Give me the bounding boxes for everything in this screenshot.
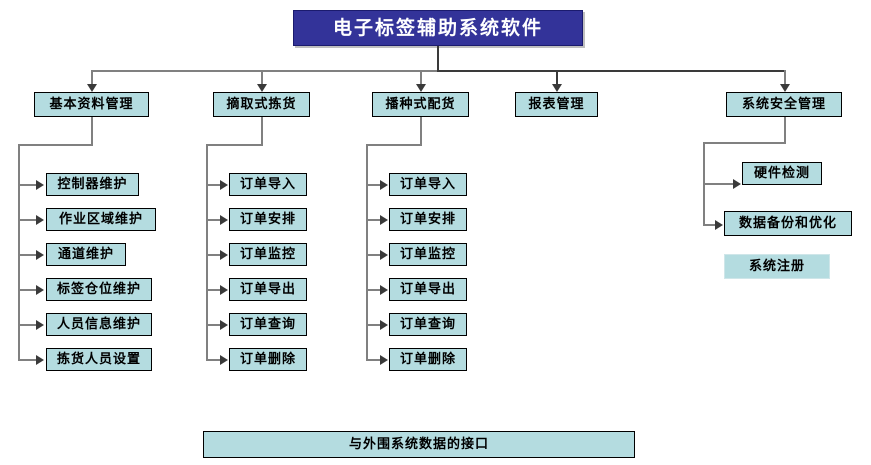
connector-col3-stub-5 <box>366 324 382 326</box>
node-col2-child-3[interactable]: 订单监控 <box>229 243 307 266</box>
arrowhead-col3-1 <box>380 180 388 190</box>
node-col2-child-5[interactable]: 订单查询 <box>229 313 307 336</box>
connector-col5-elbow <box>703 142 786 144</box>
node-col5-child-2[interactable]: 数据备份和优化 <box>724 211 852 236</box>
node-col5-child-1[interactable]: 硬件检测 <box>742 162 822 185</box>
connector-col2-stem <box>261 117 263 145</box>
node-branch-1[interactable]: 基本资料管理 <box>34 92 149 117</box>
connector-col3-stub-6 <box>366 359 382 361</box>
connector-main-bus-left <box>92 70 438 72</box>
connector-col3-elbow <box>366 144 422 146</box>
arrowhead-branch-5 <box>780 84 790 92</box>
arrowhead-branch-3 <box>416 84 426 92</box>
connector-col5-stem <box>784 117 786 143</box>
node-footer-interface[interactable]: 与外围系统数据的接口 <box>203 431 635 458</box>
arrowhead-col2-4 <box>220 285 228 295</box>
connector-col2-stub-4 <box>206 289 222 291</box>
node-col1-child-3[interactable]: 通道维护 <box>46 243 126 266</box>
connector-title-stem <box>437 46 439 71</box>
arrowhead-branch-4 <box>552 84 562 92</box>
arrowhead-col3-3 <box>380 250 388 260</box>
node-col1-child-5[interactable]: 人员信息维护 <box>46 313 152 336</box>
connector-col2-spine <box>206 144 208 360</box>
arrowhead-col2-1 <box>220 180 228 190</box>
connector-col1-stem <box>91 117 93 145</box>
connector-col2-elbow <box>206 144 263 146</box>
node-col2-child-4[interactable]: 订单导出 <box>229 278 307 301</box>
node-branch-5[interactable]: 系统安全管理 <box>726 92 842 117</box>
connector-col1-stub-6 <box>18 359 38 361</box>
node-branch-2[interactable]: 摘取式拣货 <box>213 92 310 117</box>
arrowhead-col2-5 <box>220 320 228 330</box>
arrowhead-col1-1 <box>36 180 44 190</box>
arrowhead-branch-1 <box>87 84 97 92</box>
arrowhead-col2-3 <box>220 250 228 260</box>
connector-col1-stub-1 <box>18 184 38 186</box>
arrowhead-col1-6 <box>36 355 44 365</box>
node-col2-child-1[interactable]: 订单导入 <box>229 173 307 196</box>
connector-col2-stub-6 <box>206 359 222 361</box>
connector-drop-branch-5 <box>784 70 786 86</box>
node-col3-child-5[interactable]: 订单查询 <box>389 313 467 336</box>
connector-col3-spine <box>366 144 368 360</box>
connector-col3-stub-3 <box>366 254 382 256</box>
connector-col1-stub-2 <box>18 219 38 221</box>
node-col1-child-1[interactable]: 控制器维护 <box>46 173 139 196</box>
connector-col1-elbow <box>18 144 93 146</box>
node-col3-child-2[interactable]: 订单安排 <box>389 208 467 231</box>
node-col1-child-6[interactable]: 拣货人员设置 <box>46 348 152 371</box>
arrowhead-col2-2 <box>220 215 228 225</box>
connector-col2-stub-3 <box>206 254 222 256</box>
node-col3-child-3[interactable]: 订单监控 <box>389 243 467 266</box>
arrowhead-col2-6 <box>220 355 228 365</box>
connector-col2-stub-2 <box>206 219 222 221</box>
node-branch-3[interactable]: 播种式配货 <box>372 92 469 117</box>
connector-drop-branch-3 <box>420 70 422 86</box>
arrowhead-branch-2 <box>257 84 267 92</box>
arrowhead-col3-2 <box>380 215 388 225</box>
node-branch-4[interactable]: 报表管理 <box>515 92 598 117</box>
connector-col5-stub-2 <box>703 224 717 226</box>
connector-col1-spine <box>18 144 20 360</box>
node-col5-child-3[interactable]: 系统注册 <box>724 254 830 279</box>
connector-col2-stub-5 <box>206 324 222 326</box>
connector-col3-stub-1 <box>366 184 382 186</box>
node-col3-child-6[interactable]: 订单删除 <box>389 348 467 371</box>
node-col1-child-2[interactable]: 作业区域维护 <box>46 208 156 231</box>
connector-col1-stub-3 <box>18 254 38 256</box>
connector-col3-stem <box>420 117 422 145</box>
node-col2-child-2[interactable]: 订单安排 <box>229 208 307 231</box>
arrowhead-col3-4 <box>380 285 388 295</box>
arrowhead-col3-5 <box>380 320 388 330</box>
node-col3-child-1[interactable]: 订单导入 <box>389 173 467 196</box>
arrowhead-col5-1 <box>733 179 741 189</box>
connector-col3-stub-4 <box>366 289 382 291</box>
node-col2-child-6[interactable]: 订单删除 <box>229 348 307 371</box>
node-col3-child-4[interactable]: 订单导出 <box>389 278 467 301</box>
arrowhead-col1-2 <box>36 215 44 225</box>
arrowhead-col3-6 <box>380 355 388 365</box>
arrowhead-col5-2 <box>715 220 723 230</box>
connector-col1-stub-5 <box>18 324 38 326</box>
connector-col5-stub-1 <box>703 183 735 185</box>
connector-col1-stub-4 <box>18 289 38 291</box>
node-title-system: 电子标签辅助系统软件 <box>293 10 583 46</box>
connector-drop-branch-1 <box>91 70 93 86</box>
connector-drop-branch-2 <box>261 70 263 86</box>
connector-drop-branch-4 <box>556 70 558 86</box>
connector-col3-stub-2 <box>366 219 382 221</box>
connector-col2-stub-1 <box>206 184 222 186</box>
arrowhead-col1-3 <box>36 250 44 260</box>
arrowhead-col1-4 <box>36 285 44 295</box>
connector-main-bus-right <box>437 70 785 72</box>
node-col1-child-4[interactable]: 标签仓位维护 <box>46 278 152 301</box>
arrowhead-col1-5 <box>36 320 44 330</box>
